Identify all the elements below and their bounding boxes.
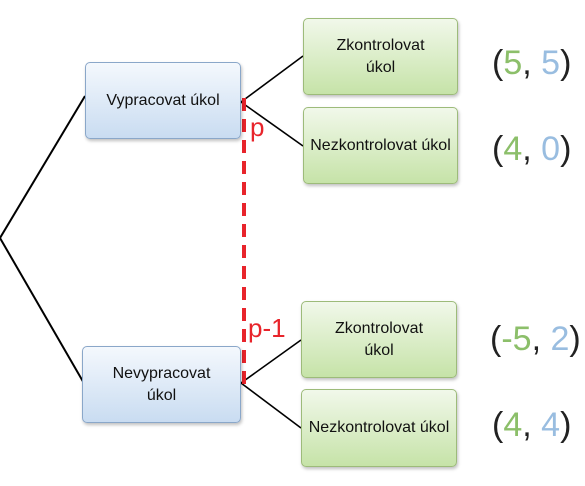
node-vypracovat-label: Vypracovat úkol: [106, 91, 220, 109]
edge-nevypracovat-to-nezkontrolovat: [240, 382, 302, 429]
payoff-3-player1: -5: [501, 320, 532, 358]
payoff-4-player2: 4: [541, 406, 561, 444]
node-bottom-nezkontrolovat-ukol: Nezkontrolovat úkol: [301, 389, 457, 467]
probability-p-minus-1-label: p-1: [248, 313, 286, 343]
payoff-4-player1: 4: [503, 406, 523, 444]
payoff-2-player1: 4: [503, 130, 523, 168]
node-top-zkontrolovat-ukol: Zkontrolovat úkol: [303, 18, 458, 95]
node-bottom-zkontrolovat-label: Zkontrolovat úkol: [334, 319, 424, 359]
node-nevypracovat-label: Nevypracovat úkol: [112, 364, 211, 404]
node-bottom-nezkontrolovat-label: Nezkontrolovat úkol: [308, 419, 450, 436]
node-vypracovat-ukol: Vypracovat úkol: [85, 62, 241, 139]
payoff-1-player1: 5: [503, 44, 523, 82]
edge-root-to-nevypracovat: [0, 237, 86, 386]
probability-p-label: p: [250, 112, 265, 142]
payoff-2-player2: 0: [541, 130, 561, 168]
edge-root-to-vypracovat: [0, 95, 86, 239]
node-top-nezkontrolovat-label: Nezkontrolovat úkol: [310, 136, 451, 154]
payoff-row-3: (-5, 2): [490, 320, 581, 358]
payoff-row-4: (4, 4): [492, 406, 572, 444]
edge-vypracovat-to-zkontrolovat: [240, 55, 304, 103]
payoff-row-2: (4, 0): [492, 130, 572, 168]
payoff-1-player2: 5: [541, 44, 561, 82]
payoff-3-player2: 2: [550, 320, 570, 358]
payoff-row-1: (5, 5): [492, 44, 572, 82]
node-nevypracovat-ukol: Nevypracovat úkol: [82, 346, 241, 423]
node-bottom-zkontrolovat-ukol: Zkontrolovat úkol: [301, 301, 457, 378]
edge-nevypracovat-to-zkontrolovat: [240, 339, 302, 384]
node-top-zkontrolovat-label: Zkontrolovat úkol: [336, 36, 425, 76]
edge-vypracovat-to-nezkontrolovat: [240, 101, 304, 147]
node-top-nezkontrolovat-ukol: Nezkontrolovat úkol: [303, 107, 458, 184]
